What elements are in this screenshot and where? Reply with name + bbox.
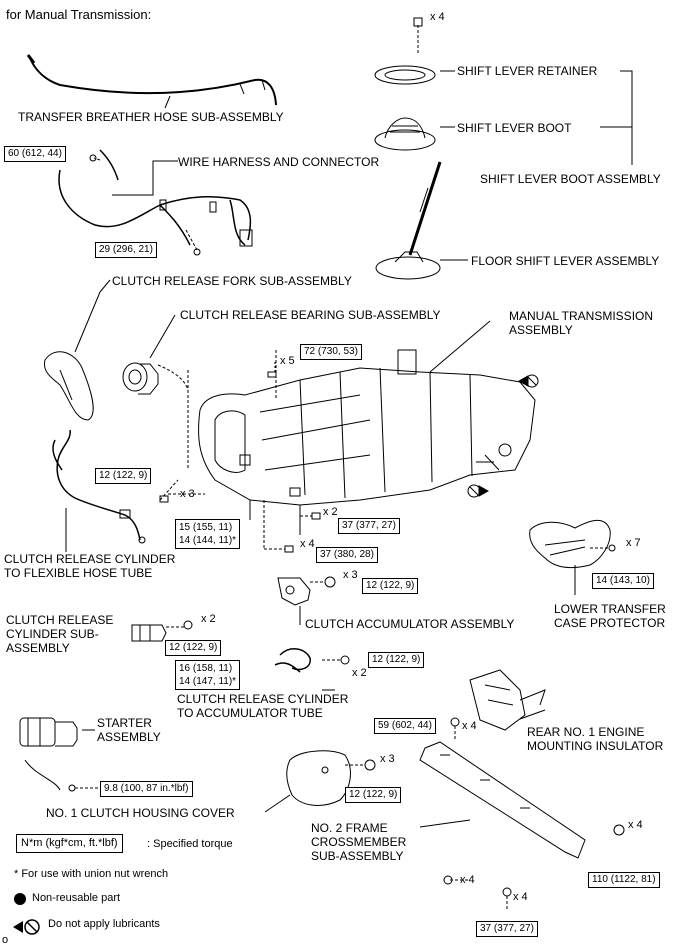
page-header: for Manual Transmission:	[6, 7, 152, 22]
label-manual-transmission-1: MANUAL TRANSMISSION	[509, 309, 654, 323]
label-starter-1: STARTER	[97, 716, 152, 730]
torque-value: 14 (144, 11)*	[179, 535, 237, 546]
label-crc-tube-2: TO FLEXIBLE HOSE TUBE	[4, 566, 153, 580]
torque-box: 12 (122, 9)	[165, 640, 222, 656]
starter-part	[19, 717, 100, 792]
quantity-label: x 2	[201, 613, 216, 625]
torque-box: 37 (380, 28)	[316, 547, 378, 563]
legend-union-nut: * For use with union nut wrench	[14, 868, 169, 880]
label-shift-lever-boot: SHIFT LEVER BOOT	[457, 121, 572, 135]
torque-box: 37 (377, 27)	[476, 921, 538, 937]
quantity-label: x 4	[628, 819, 643, 831]
torque-box-dual: 15 (155, 11) 14 (144, 11)*	[175, 519, 241, 549]
torque-box: 9.8 (100, 87 in.*lbf)	[100, 781, 193, 797]
quantity-label: x 5	[280, 355, 295, 367]
transfer-breather-hose-part	[26, 54, 277, 109]
clutch-accumulator-part	[277, 576, 336, 606]
non-reusable-icon	[14, 893, 26, 905]
label-crc-tube-1: CLUTCH RELEASE CYLINDER	[4, 552, 176, 566]
label-rear-mount-2: MOUNTING INSULATOR	[527, 739, 664, 753]
quantity-label: x 4	[513, 891, 528, 903]
legend-torque-desc: : Specified torque	[147, 838, 233, 850]
label-clutch-housing-cover: NO. 1 CLUTCH HOUSING COVER	[46, 806, 235, 820]
label-crc-sub-3: ASSEMBLY	[6, 641, 70, 655]
torque-box-dual: 16 (158, 11) 14 (147, 11)*	[175, 660, 241, 690]
label-transfer-breather: TRANSFER BREATHER HOSE SUB-ASSEMBLY	[18, 110, 284, 124]
torque-value: 14 (147, 11)*	[179, 676, 237, 687]
label-floor-shift-lever: FLOOR SHIFT LEVER ASSEMBLY	[471, 254, 660, 268]
label-crc-sub-1: CLUTCH RELEASE	[6, 613, 114, 627]
no-lubricant-mark-1	[517, 374, 539, 388]
quantity-label: x 4	[430, 11, 445, 23]
label-frame-cross-2: CROSSMEMBER	[311, 835, 407, 849]
clutch-release-fork-part	[43, 351, 94, 421]
quantity-label: x 7	[626, 537, 641, 549]
label-manual-transmission-2: ASSEMBLY	[509, 323, 573, 337]
quantity-label: x 4	[460, 874, 475, 886]
torque-box: 60 (612, 44)	[4, 146, 66, 162]
crc-sub-assembly-part	[131, 620, 193, 642]
quantity-label: x 4	[300, 538, 315, 550]
label-lower-transfer-1: LOWER TRANSFER	[554, 602, 666, 616]
lower-transfer-case-protector-part	[529, 519, 616, 595]
manual-transmission-part	[198, 349, 536, 535]
torque-box: 72 (730, 53)	[300, 344, 362, 360]
torque-box: 59 (602, 44)	[374, 718, 436, 734]
label-crc-sub-2: CYLINDER SUB-	[6, 627, 99, 641]
shift-lever-retainer-part	[374, 17, 436, 85]
quantity-label: x 2	[323, 506, 338, 518]
label-wire-harness: WIRE HARNESS AND CONNECTOR	[178, 155, 380, 169]
legend-torque-unit: N*m (kgf*cm, ft.*lbf)	[16, 834, 123, 853]
clutch-housing-cover-part	[264, 750, 376, 813]
torque-box: 12 (122, 9)	[368, 652, 425, 668]
crc-accumulator-tube-part	[274, 648, 350, 691]
shift-lever-boot-part	[374, 117, 436, 151]
footer-mark: o	[2, 934, 9, 946]
quantity-label: x 4	[462, 720, 477, 732]
no-lubricant-mark-2	[467, 484, 490, 498]
label-frame-cross-1: NO. 2 FRAME	[311, 821, 388, 835]
quantity-label: x 3	[180, 488, 195, 500]
wire-harness-part	[58, 149, 253, 256]
label-clutch-release-bearing: CLUTCH RELEASE BEARING SUB-ASSEMBLY	[180, 308, 441, 322]
label-crc-acc-tube-1: CLUTCH RELEASE CYLINDER	[177, 692, 349, 706]
torque-box: 12 (122, 9)	[345, 787, 402, 803]
torque-box: 110 (1122, 81)	[588, 872, 660, 888]
rear-mounting-insulator-part	[450, 669, 546, 740]
torque-box: 12 (122, 9)	[362, 578, 419, 594]
crc-flexible-hose-tube-part	[52, 429, 146, 552]
label-starter-2: ASSEMBLY	[97, 730, 161, 744]
torque-box: 14 (143, 10)	[592, 573, 654, 589]
frame-crossmember-part	[419, 741, 625, 910]
torque-value: 15 (155, 11)	[179, 522, 233, 533]
torque-value: 16 (158, 11)	[179, 663, 233, 674]
quantity-label: x 3	[380, 753, 395, 765]
torque-box: 29 (296, 21)	[95, 242, 157, 258]
no-lubricant-icon	[13, 919, 40, 935]
quantity-label: x 3	[343, 569, 358, 581]
floor-shift-lever-part	[375, 161, 442, 280]
label-clutch-accumulator: CLUTCH ACCUMULATOR ASSEMBLY	[305, 617, 515, 631]
label-shift-lever-boot-assembly: SHIFT LEVER BOOT ASSEMBLY	[480, 172, 661, 186]
label-crc-acc-tube-2: TO ACCUMULATOR TUBE	[177, 706, 323, 720]
torque-box: 12 (122, 9)	[95, 468, 152, 484]
label-clutch-release-fork: CLUTCH RELEASE FORK SUB-ASSEMBLY	[112, 274, 352, 288]
label-lower-transfer-2: CASE PROTECTOR	[554, 616, 666, 630]
torque-box: 37 (377, 27)	[338, 518, 400, 534]
legend-no-lubricants: Do not apply lubricants	[48, 918, 160, 930]
legend-non-reusable: Non-reusable part	[32, 892, 121, 904]
label-rear-mount-1: REAR NO. 1 ENGINE	[527, 725, 645, 739]
label-frame-cross-3: SUB-ASSEMBLY	[311, 849, 404, 863]
quantity-label: x 2	[352, 667, 367, 679]
clutch-release-bearing-part	[122, 362, 189, 470]
label-shift-lever-retainer: SHIFT LEVER RETAINER	[457, 64, 598, 78]
